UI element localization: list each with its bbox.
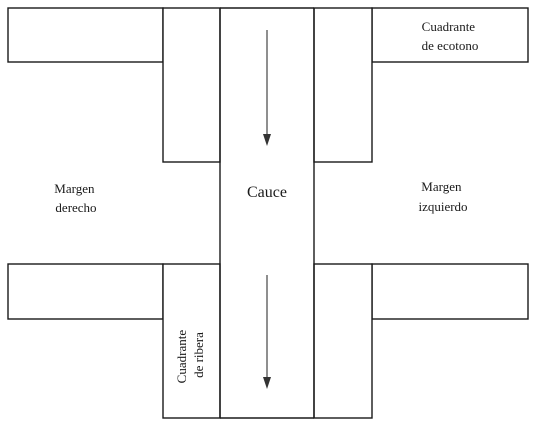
upper-left-ecotone-quadrant <box>7 7 164 63</box>
lower-right-ecotone-quadrant <box>371 263 529 320</box>
lower-left-riparian-quadrant <box>162 263 221 419</box>
channel-label: Cauce <box>247 184 287 201</box>
left-margin-label: Margen izquierdo <box>418 179 467 214</box>
riparian-quadrant-label: Cuadrante de ribera <box>174 327 206 384</box>
lower-left-ecotone-quadrant <box>7 263 164 320</box>
right-margin-label: Margen derecho <box>54 181 97 215</box>
flow-arrow-lower <box>263 275 271 389</box>
upper-right-ecotone-quadrant <box>371 7 529 63</box>
upper-left-riparian-quadrant <box>162 7 221 163</box>
flow-arrow-upper <box>263 30 271 146</box>
ecotone-quadrant-label: Cuadrante de ecotono <box>422 19 479 53</box>
upper-right-riparian-quadrant <box>313 7 373 163</box>
lower-right-riparian-quadrant <box>313 263 373 419</box>
